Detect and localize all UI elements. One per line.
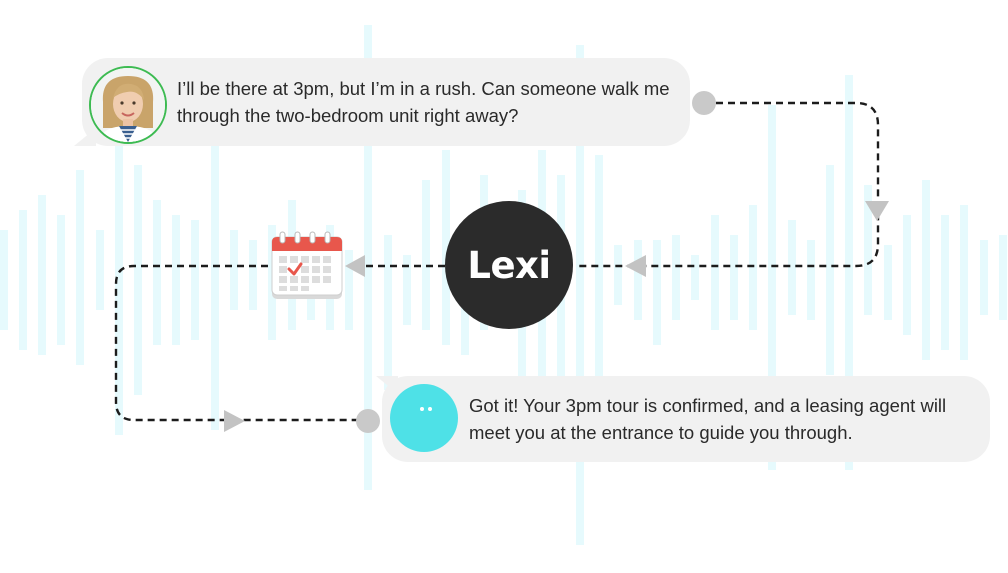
waveform-bar (845, 75, 853, 470)
bubble-tail (74, 128, 96, 146)
waveform-bar (595, 155, 603, 395)
arrow-down-icon (865, 201, 889, 221)
lexi-node: Lexi (445, 201, 573, 329)
waveform-bar (980, 240, 988, 315)
waveform-bar (749, 205, 757, 330)
waveform-bar (614, 245, 622, 305)
waveform-bar (557, 175, 565, 445)
waveform-bar (807, 240, 815, 320)
waveform-bar (422, 180, 430, 330)
waveform-bar (960, 205, 968, 360)
arrow-left-icon (625, 255, 646, 277)
waveform-bar (634, 240, 642, 320)
arrow-left-icon (345, 255, 365, 277)
bot-eye (420, 407, 424, 411)
user-message-text: I’ll be there at 3pm, but I’m in a rush.… (177, 78, 670, 126)
waveform-bar (691, 255, 699, 300)
waveform-bar (38, 195, 46, 355)
waveform-bar (576, 45, 584, 545)
waveform-bar (999, 235, 1007, 320)
waveform-bar (115, 140, 123, 435)
bot-message-text: Got it! Your 3pm tour is confirmed, and … (469, 395, 947, 443)
bubble-tail (376, 376, 398, 394)
waveform-bar (903, 215, 911, 335)
arrow-right-icon (224, 410, 245, 432)
connector-user-to-lexi (575, 101, 880, 268)
waveform-bar (941, 215, 949, 350)
waveform-bar (711, 215, 719, 330)
calendar-check-icon (270, 231, 346, 303)
waveform-bar (672, 235, 680, 320)
connector-start-dot (692, 91, 716, 115)
waveform-bar (384, 235, 392, 390)
waveform-bar (826, 165, 834, 375)
waveform-bar (788, 220, 796, 315)
connector-end-dot (356, 409, 380, 433)
waveform-bar (211, 145, 219, 430)
waveform-bar (76, 170, 84, 365)
waveform-bar (442, 150, 450, 345)
connector-calendar-to-bot (114, 264, 368, 422)
waveform-bar (364, 25, 372, 490)
waveform-bar (345, 250, 353, 330)
bot-eye (428, 407, 432, 411)
waveform-bar (730, 235, 738, 320)
user-photo-icon (89, 66, 167, 144)
bot-message-bubble: Got it! Your 3pm tour is confirmed, and … (376, 376, 990, 462)
waveform-bar (864, 185, 872, 315)
waveform-bar (0, 230, 8, 330)
waveform-bar (191, 220, 199, 340)
waveform-bar (134, 165, 142, 395)
waveform-bar (922, 180, 930, 360)
waveform-bar (653, 240, 661, 345)
waveform-bar (96, 230, 104, 310)
waveform-bar (230, 230, 238, 310)
waveform-bar (249, 240, 257, 310)
bot-face-icon (390, 384, 458, 452)
waveform-bar (57, 215, 65, 345)
waveform-bar (403, 255, 411, 325)
waveform-bar (19, 210, 27, 350)
waveform-bar (884, 245, 892, 320)
waveform-bar (768, 105, 776, 470)
waveform-bar (172, 215, 180, 345)
user-message-bubble: I’ll be there at 3pm, but I’m in a rush.… (74, 58, 690, 146)
waveform-bar (153, 200, 161, 345)
